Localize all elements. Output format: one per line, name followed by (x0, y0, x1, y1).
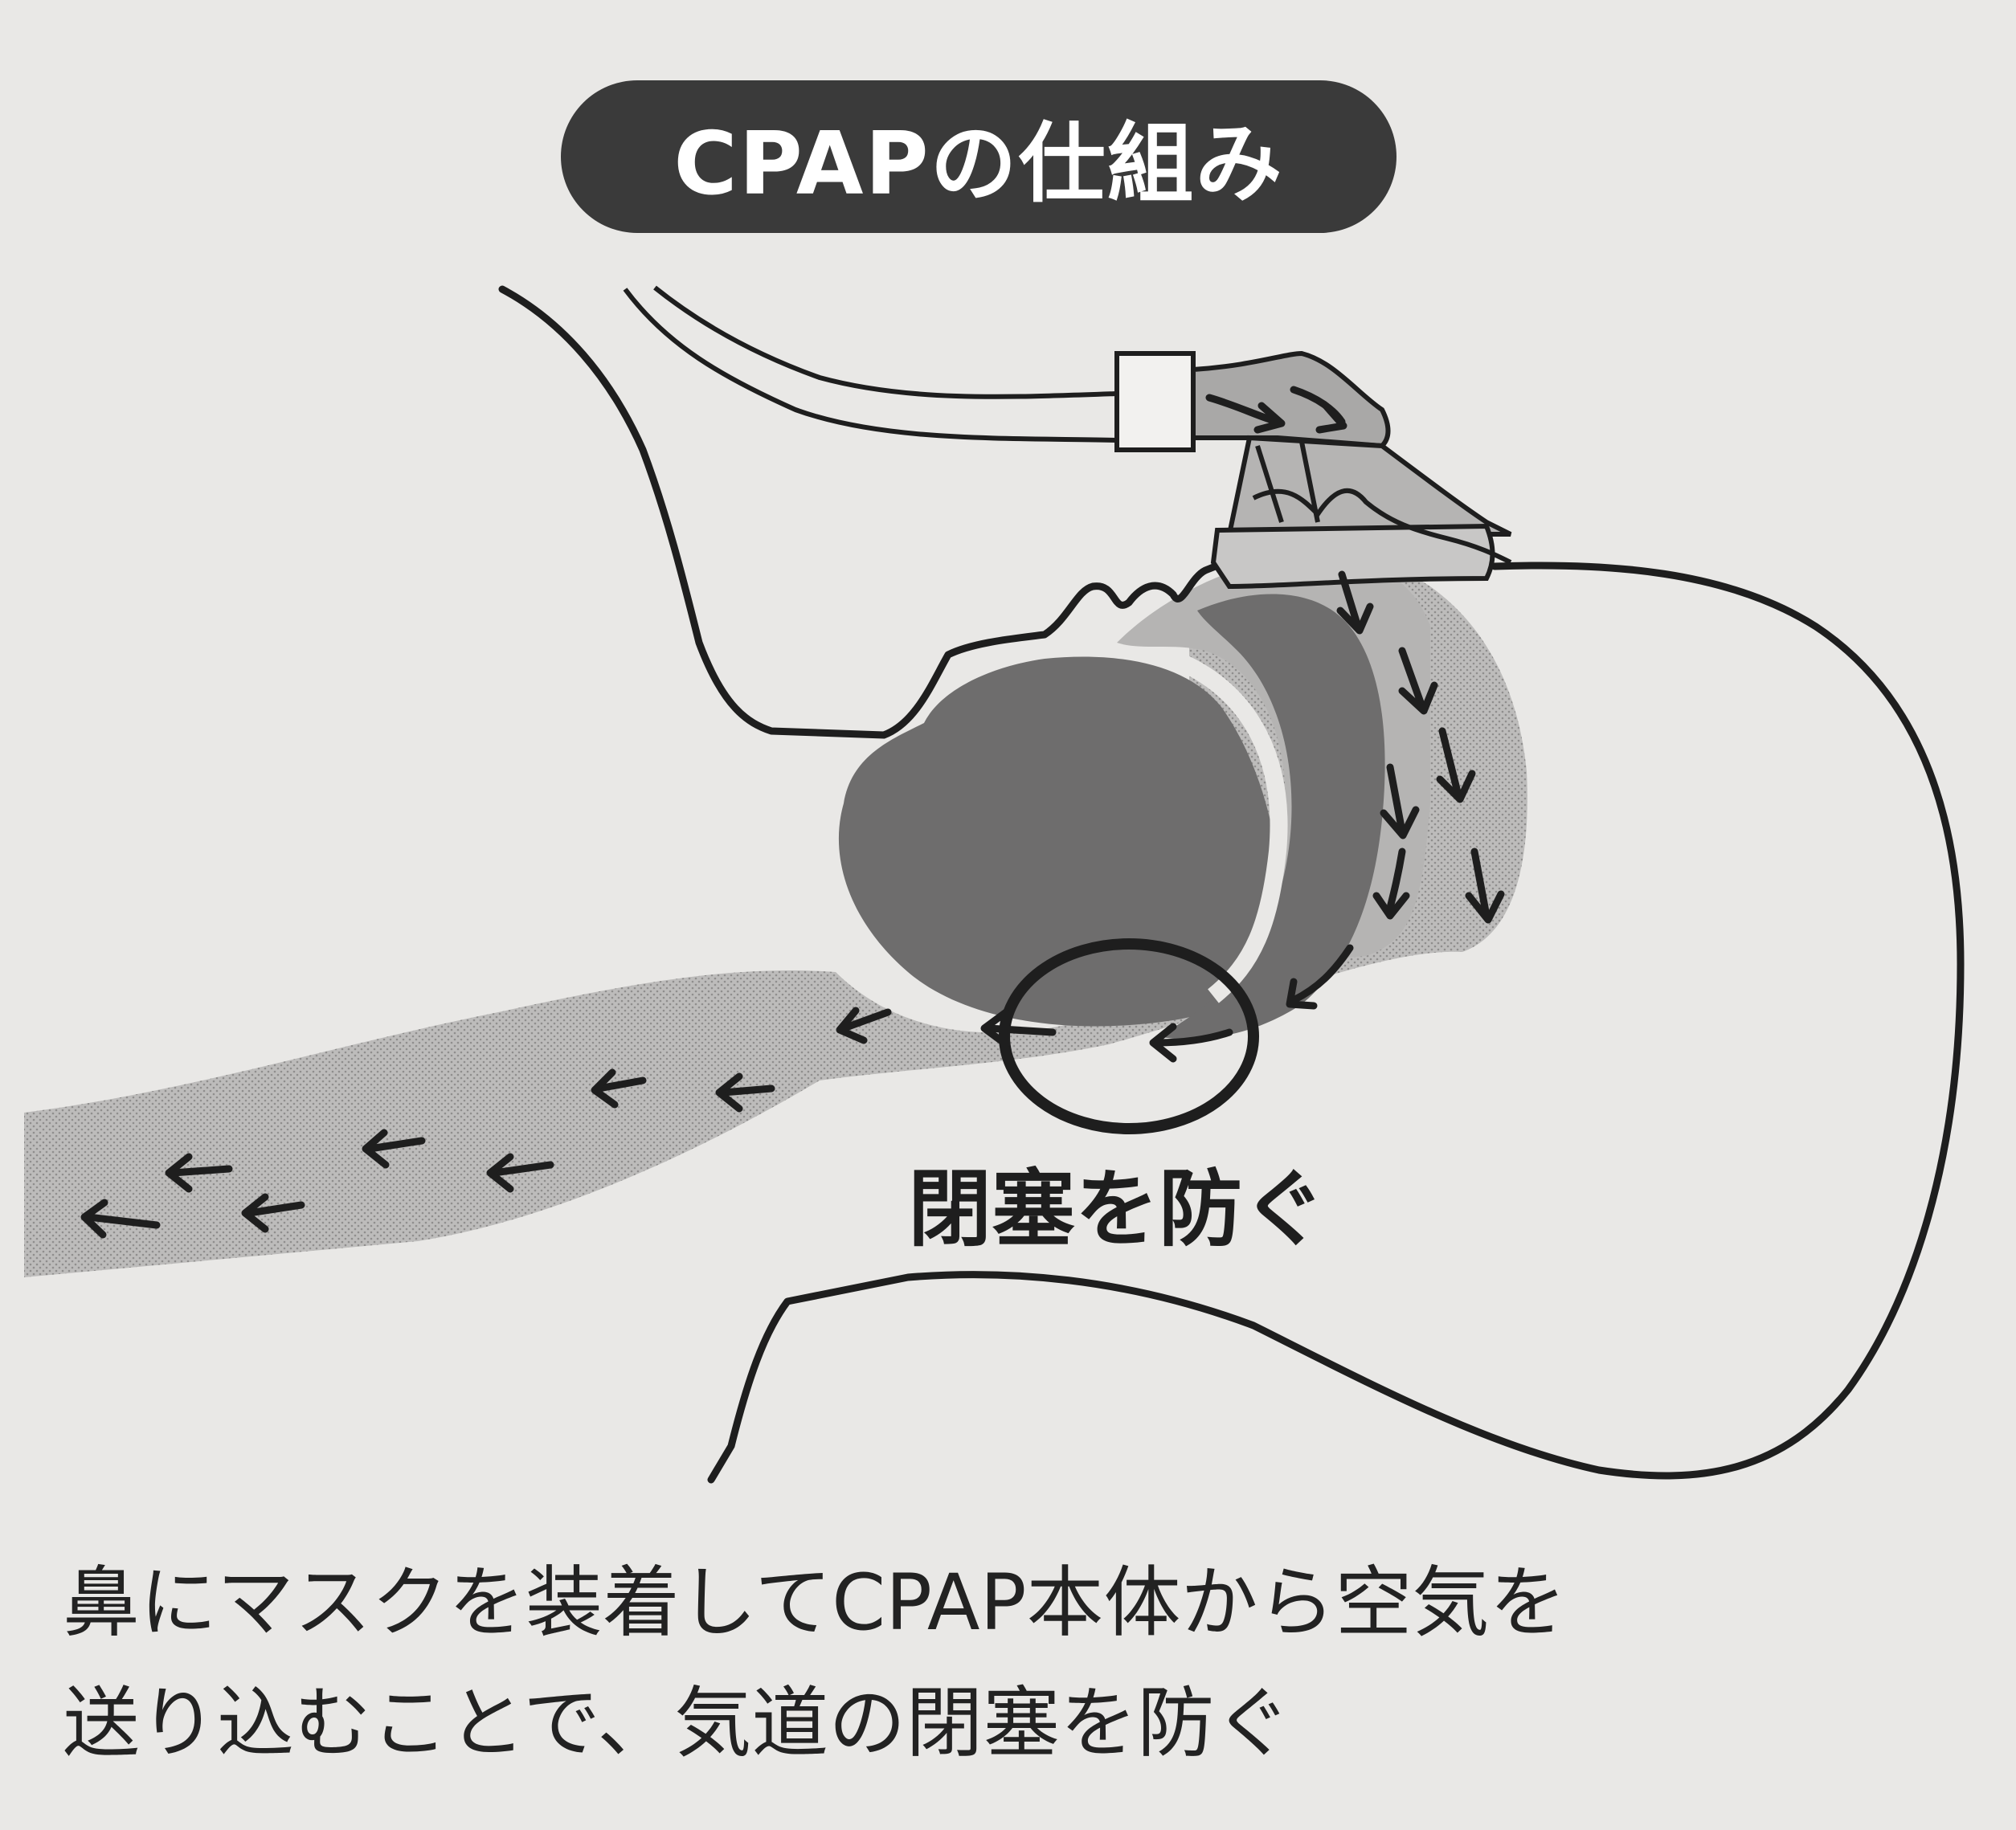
airflow-arrow-icon (1372, 848, 1410, 920)
airflow-arrow-icon (1336, 570, 1374, 635)
airflow-arrows (80, 386, 1505, 1239)
airflow-arrow-icon (165, 1153, 233, 1193)
airflow-arrow-icon (486, 1153, 554, 1193)
obstruction-circle-icon (999, 938, 1259, 1134)
airflow-arrow-icon (1286, 944, 1354, 1010)
airflow-arrow-icon (1465, 848, 1505, 924)
palate-gap-line (1169, 650, 1288, 1003)
airflow-arrow-icon (1380, 763, 1420, 839)
diagram-title: CPAPの仕組み (673, 114, 1284, 214)
caption-line-2: 送り込むことで、気道の閉塞を防ぐ (63, 1678, 1292, 1768)
face-outline (498, 285, 1229, 739)
airflow-arrow-icon (980, 1008, 1057, 1048)
airflow-arrow-icon (362, 1129, 426, 1169)
caption: 鼻にマスクを装着してCPAP本体から空気を 送り込むことで、気道の閉塞を防ぐ (63, 1542, 1975, 1783)
airflow-arrow-icon (80, 1199, 161, 1239)
soft-palate (1157, 594, 1385, 1040)
airflow-arrow-icon (1205, 394, 1286, 434)
caption-line-1: 鼻にマスクを装着してCPAP本体から空気を (63, 1558, 1567, 1648)
tongue (838, 656, 1279, 1027)
airflow-arrow-icon (1149, 1023, 1233, 1063)
airflow-arrow-icon (715, 1072, 775, 1113)
cpap-mask-icon (1191, 350, 1512, 590)
airflow-arrow-icon (591, 1068, 647, 1109)
obstruction-label: 閉塞を防ぐ (908, 1160, 1327, 1258)
airway-trachea (24, 558, 1527, 1277)
hose-icon (623, 285, 1196, 452)
airflow-arrow-icon (1290, 386, 1347, 434)
title-badge: CPAPの仕組み (561, 80, 1396, 233)
airflow-arrow-icon (1436, 727, 1476, 803)
airflow-arrow-icon (241, 1193, 305, 1233)
head-outline (707, 562, 1965, 1484)
airflow-arrow-icon (836, 1007, 892, 1044)
airflow-arrow-icon (1398, 647, 1438, 715)
